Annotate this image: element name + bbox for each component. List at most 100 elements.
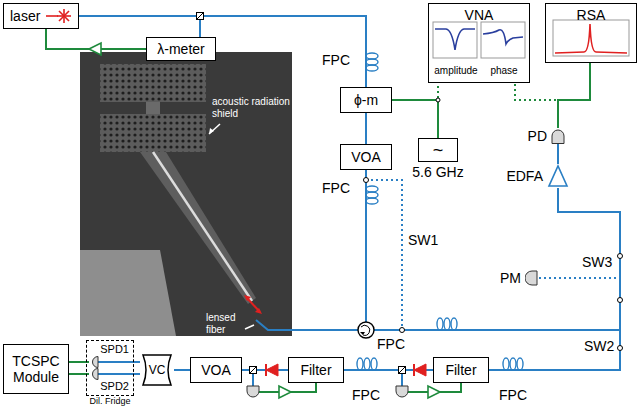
node-label: SPD1 xyxy=(89,343,129,356)
node-label: VNA xyxy=(429,7,529,23)
variable-coupler: VC xyxy=(140,354,174,386)
filter-box: Filter xyxy=(433,357,489,383)
sem-image xyxy=(80,52,292,336)
node-label: phase xyxy=(480,65,528,77)
isolator-symbol xyxy=(413,364,415,376)
amplifier-icon xyxy=(547,164,569,188)
detector-symbol xyxy=(93,369,99,380)
power-meter: PM xyxy=(500,270,539,286)
node-label: λ-meter xyxy=(157,41,204,57)
plot-panel xyxy=(553,20,629,56)
fpc-paddle xyxy=(517,358,523,370)
node-label: TCSPC Module xyxy=(8,353,64,385)
node-label: PM xyxy=(500,270,521,286)
component-label: SW1 xyxy=(408,232,438,248)
laser-ray xyxy=(59,11,69,21)
fpc-paddle xyxy=(371,358,377,370)
optical-fiber xyxy=(79,16,200,37)
amplifier-symbol xyxy=(428,386,440,398)
switch-point xyxy=(618,346,623,351)
nanobeam xyxy=(153,152,252,301)
isolator-symbol xyxy=(266,364,278,376)
switch-point xyxy=(400,328,405,333)
electrical-wire xyxy=(437,83,439,138)
junction-dot xyxy=(436,98,440,102)
detector-symbol xyxy=(247,386,259,397)
leader-line xyxy=(245,325,254,329)
laser-symbol xyxy=(46,9,71,23)
optical-fiber xyxy=(557,144,559,164)
red-arrow-head xyxy=(255,308,262,314)
image-annotation: acoustic radiation shield xyxy=(212,96,290,120)
laser-beam xyxy=(46,15,58,17)
detector-symbol xyxy=(93,357,99,368)
fpc-paddle xyxy=(366,198,378,204)
fiber-splitter xyxy=(399,367,406,374)
photodetector: PD xyxy=(528,128,565,144)
component-label: FPC xyxy=(322,180,350,196)
fpc-paddle xyxy=(503,358,509,370)
single-photon-detector: SPD1 xyxy=(89,343,129,368)
photodiode-symbol xyxy=(552,130,564,144)
component-label: FPC xyxy=(377,336,405,352)
optical-fiber xyxy=(366,170,620,330)
laser-box: laser xyxy=(3,3,79,29)
counting-module: TCSPC Module xyxy=(3,344,69,394)
lensed-fiber xyxy=(256,320,359,330)
signal-generator-box: ~ xyxy=(418,138,458,162)
amplifier-symbol xyxy=(279,386,291,398)
amplifier-symbol xyxy=(549,166,567,186)
fpc-paddle xyxy=(366,53,378,59)
fiber-splitter xyxy=(250,367,257,374)
detector-icon xyxy=(551,128,565,144)
fridge-enclosure: Dil. FridgeSPD1SPD2 xyxy=(86,340,134,396)
leader-head xyxy=(209,128,214,134)
node-label: Filter xyxy=(445,362,476,378)
fpc-paddle xyxy=(510,358,516,370)
component-label: FPC xyxy=(352,387,380,403)
isolator-symbol xyxy=(265,364,267,376)
fiber-splitter xyxy=(197,13,204,20)
node-label: RSA xyxy=(546,7,636,23)
coupler-outline xyxy=(143,355,171,385)
node-label: VOA xyxy=(351,149,381,165)
optical-fiber xyxy=(365,113,367,144)
fiber-amplifier: EDFA xyxy=(506,164,569,188)
component-label: FPC xyxy=(322,52,350,68)
node-label: ϕ-m xyxy=(354,92,378,108)
wavemeter-box: λ-meter xyxy=(146,37,216,61)
optical-fiber xyxy=(129,361,140,363)
node-label: Dil. Fridge xyxy=(89,396,130,407)
switch-point xyxy=(364,178,369,183)
detector-icon xyxy=(89,356,129,368)
filter-box: Filter xyxy=(288,357,344,383)
circulator xyxy=(358,322,374,338)
fpc-paddle xyxy=(366,65,378,71)
node-label: PD xyxy=(528,128,547,144)
fiber-splitter xyxy=(399,367,406,374)
optical-fiber xyxy=(366,170,620,330)
rf-source: ~5.6 GHz xyxy=(410,138,466,180)
isolator-symbol xyxy=(414,364,426,376)
optical-fiber xyxy=(174,369,190,371)
single-photon-detector: SPD2 xyxy=(89,368,129,393)
switch-bypass xyxy=(366,180,402,330)
sem-membrane xyxy=(140,152,256,304)
plot-panel xyxy=(481,22,525,58)
optical-fiber xyxy=(366,170,620,370)
fpc-paddle xyxy=(366,192,378,198)
leader-line xyxy=(209,124,220,134)
component-label: FPC xyxy=(499,387,527,403)
circulator-arrow xyxy=(360,332,365,335)
acoustic-shield xyxy=(100,114,206,152)
amplifier-symbol xyxy=(89,43,101,55)
fpc-paddle xyxy=(366,59,378,65)
node-label: SPD2 xyxy=(89,380,129,393)
fpc-paddle xyxy=(451,318,457,330)
detector-symbol xyxy=(396,386,408,397)
attenuator-box: VOA xyxy=(340,144,392,170)
fiber-tap xyxy=(401,373,403,386)
fiber-stub xyxy=(98,361,129,363)
fpc-paddle xyxy=(444,318,450,330)
